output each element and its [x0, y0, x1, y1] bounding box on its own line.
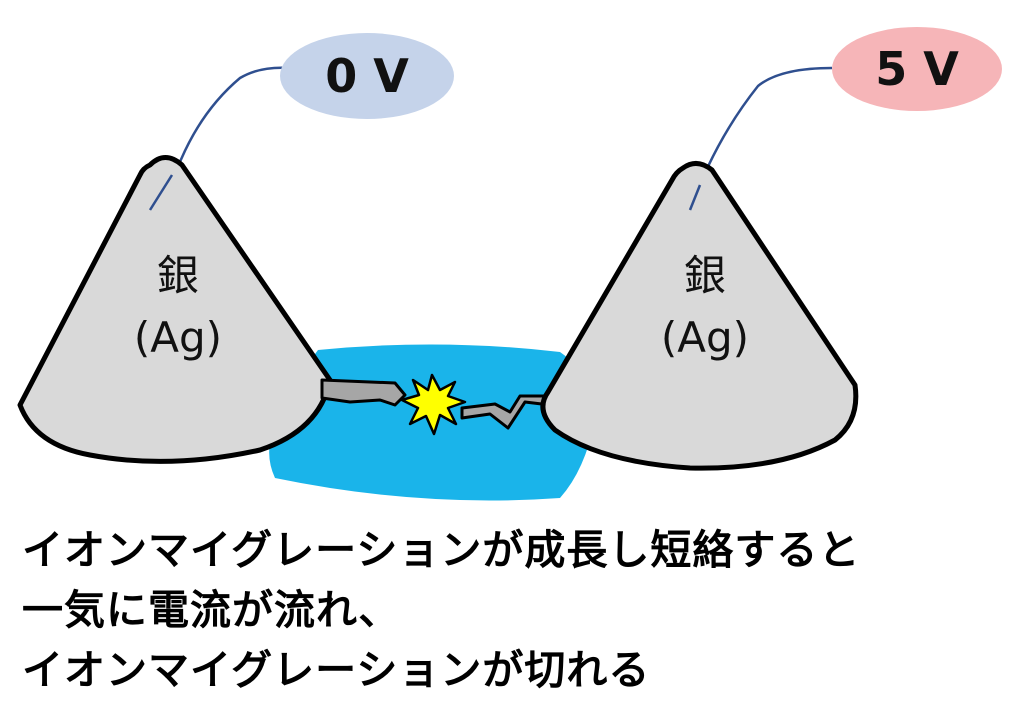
voltage-badge-left: 0 V: [280, 33, 454, 119]
left-dendrite: [320, 378, 407, 407]
right-electrode-material: 銀: [684, 251, 726, 300]
voltage-label-left: 0 V: [325, 49, 409, 103]
left-lead-tip: [148, 174, 174, 211]
voltage-badge-right: 5 V: [832, 27, 1002, 111]
left-cone-body: [17, 155, 333, 464]
caption-line-3: イオンマイグレーションが切れる: [22, 646, 651, 694]
caption-line-2: 一気に電流が流れ、: [22, 586, 401, 634]
left-electrode-material: 銀: [157, 251, 199, 300]
right-electrode-symbol: (Ag): [661, 313, 749, 362]
right-lead-tip: [688, 184, 702, 211]
short-circuit-spark-icon: [400, 373, 467, 436]
explanation-caption: イオンマイグレーションが成長し短絡すると 一気に電流が流れ、 イオンマイグレーシ…: [22, 520, 1012, 700]
caption-line-1: イオンマイグレーションが成長し短絡すると: [22, 526, 861, 574]
left-silver-electrode: 銀 (Ag): [17, 155, 333, 464]
voltage-badge-left-bg: [280, 33, 454, 119]
left-lead-wire: [166, 66, 291, 197]
right-silver-electrode: 銀 (Ag): [540, 161, 859, 471]
left-electrode-symbol: (Ag): [134, 313, 222, 362]
voltage-label-right: 5 V: [875, 42, 959, 96]
right-cone-body: [540, 161, 859, 471]
voltage-badge-right-bg: [832, 27, 1002, 111]
right-dendrite: [460, 394, 554, 430]
